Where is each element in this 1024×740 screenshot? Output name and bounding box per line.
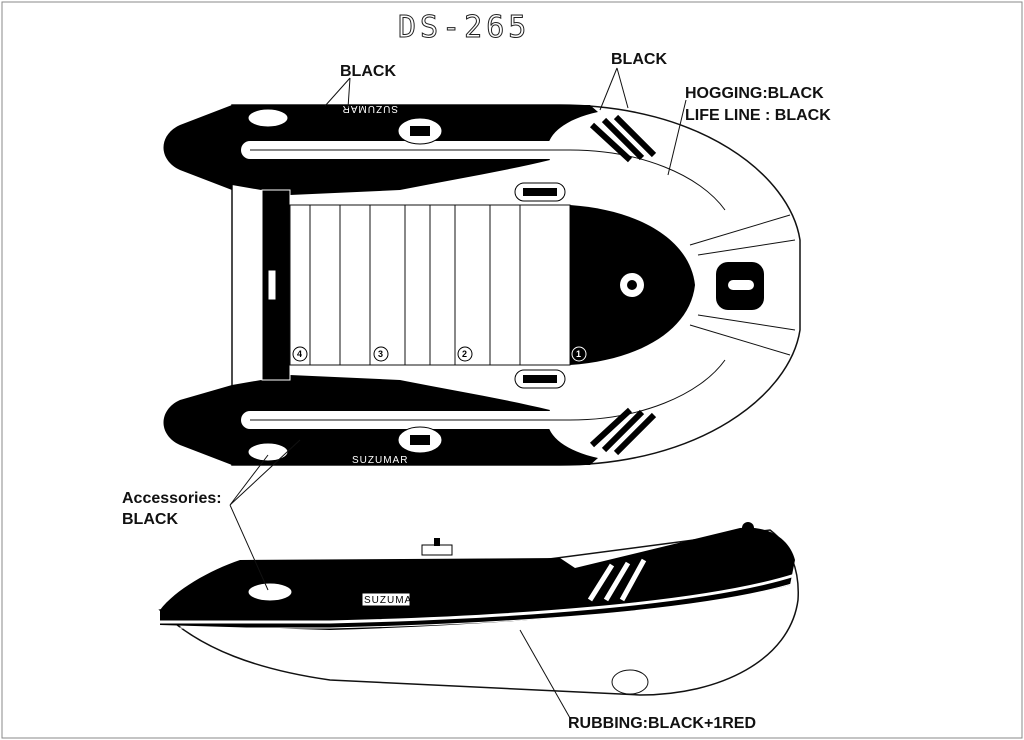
carry-handle-upper bbox=[247, 108, 289, 128]
brand-side-view: SUZUMAR bbox=[364, 595, 420, 606]
floor-boards bbox=[289, 204, 571, 366]
bow-ring bbox=[742, 522, 754, 534]
board-numbers: 4 3 2 1 bbox=[292, 346, 587, 362]
keel-roller bbox=[611, 669, 649, 695]
board-number: 2 bbox=[462, 349, 467, 359]
side-rubbing-strake bbox=[160, 573, 796, 624]
side-carry-handle bbox=[247, 582, 293, 602]
drawing-title: DS-265 bbox=[398, 10, 530, 45]
side-view: SUZUMAR bbox=[158, 522, 799, 696]
board-number: 4 bbox=[297, 349, 302, 359]
label-black-top: BLACK bbox=[340, 63, 396, 80]
label-rubbing: RUBBING:BLACK+1RED bbox=[568, 715, 756, 732]
carry-handle-lower bbox=[247, 442, 289, 462]
board-number: 3 bbox=[378, 349, 383, 359]
stern-cone-lower bbox=[163, 385, 232, 465]
label-life-line: LIFE LINE : BLACK bbox=[685, 107, 831, 124]
lower-stripes bbox=[589, 407, 657, 456]
side-oarlock bbox=[421, 544, 453, 556]
brand-bottom-tube: SUZUMAR bbox=[352, 455, 408, 466]
brand-top-tube: SUZUMAR bbox=[342, 103, 398, 114]
label-black-top-right: BLACK bbox=[611, 51, 667, 68]
label-hogging: HOGGING:BLACK bbox=[685, 85, 824, 102]
board-number: 1 bbox=[576, 349, 581, 359]
label-accessories: Accessories: bbox=[122, 490, 222, 507]
bow-panel-lines bbox=[689, 214, 796, 356]
transom-bracket bbox=[267, 269, 277, 301]
label-accessories-color: BLACK bbox=[122, 511, 178, 528]
upper-stripes bbox=[589, 114, 657, 163]
leader-lines bbox=[229, 67, 687, 719]
side-brand-box bbox=[361, 592, 411, 607]
top-view: 4 3 2 1 SUZUMAR bbox=[163, 103, 801, 466]
side-stripes bbox=[587, 558, 647, 602]
stern-cone-upper bbox=[163, 105, 232, 190]
